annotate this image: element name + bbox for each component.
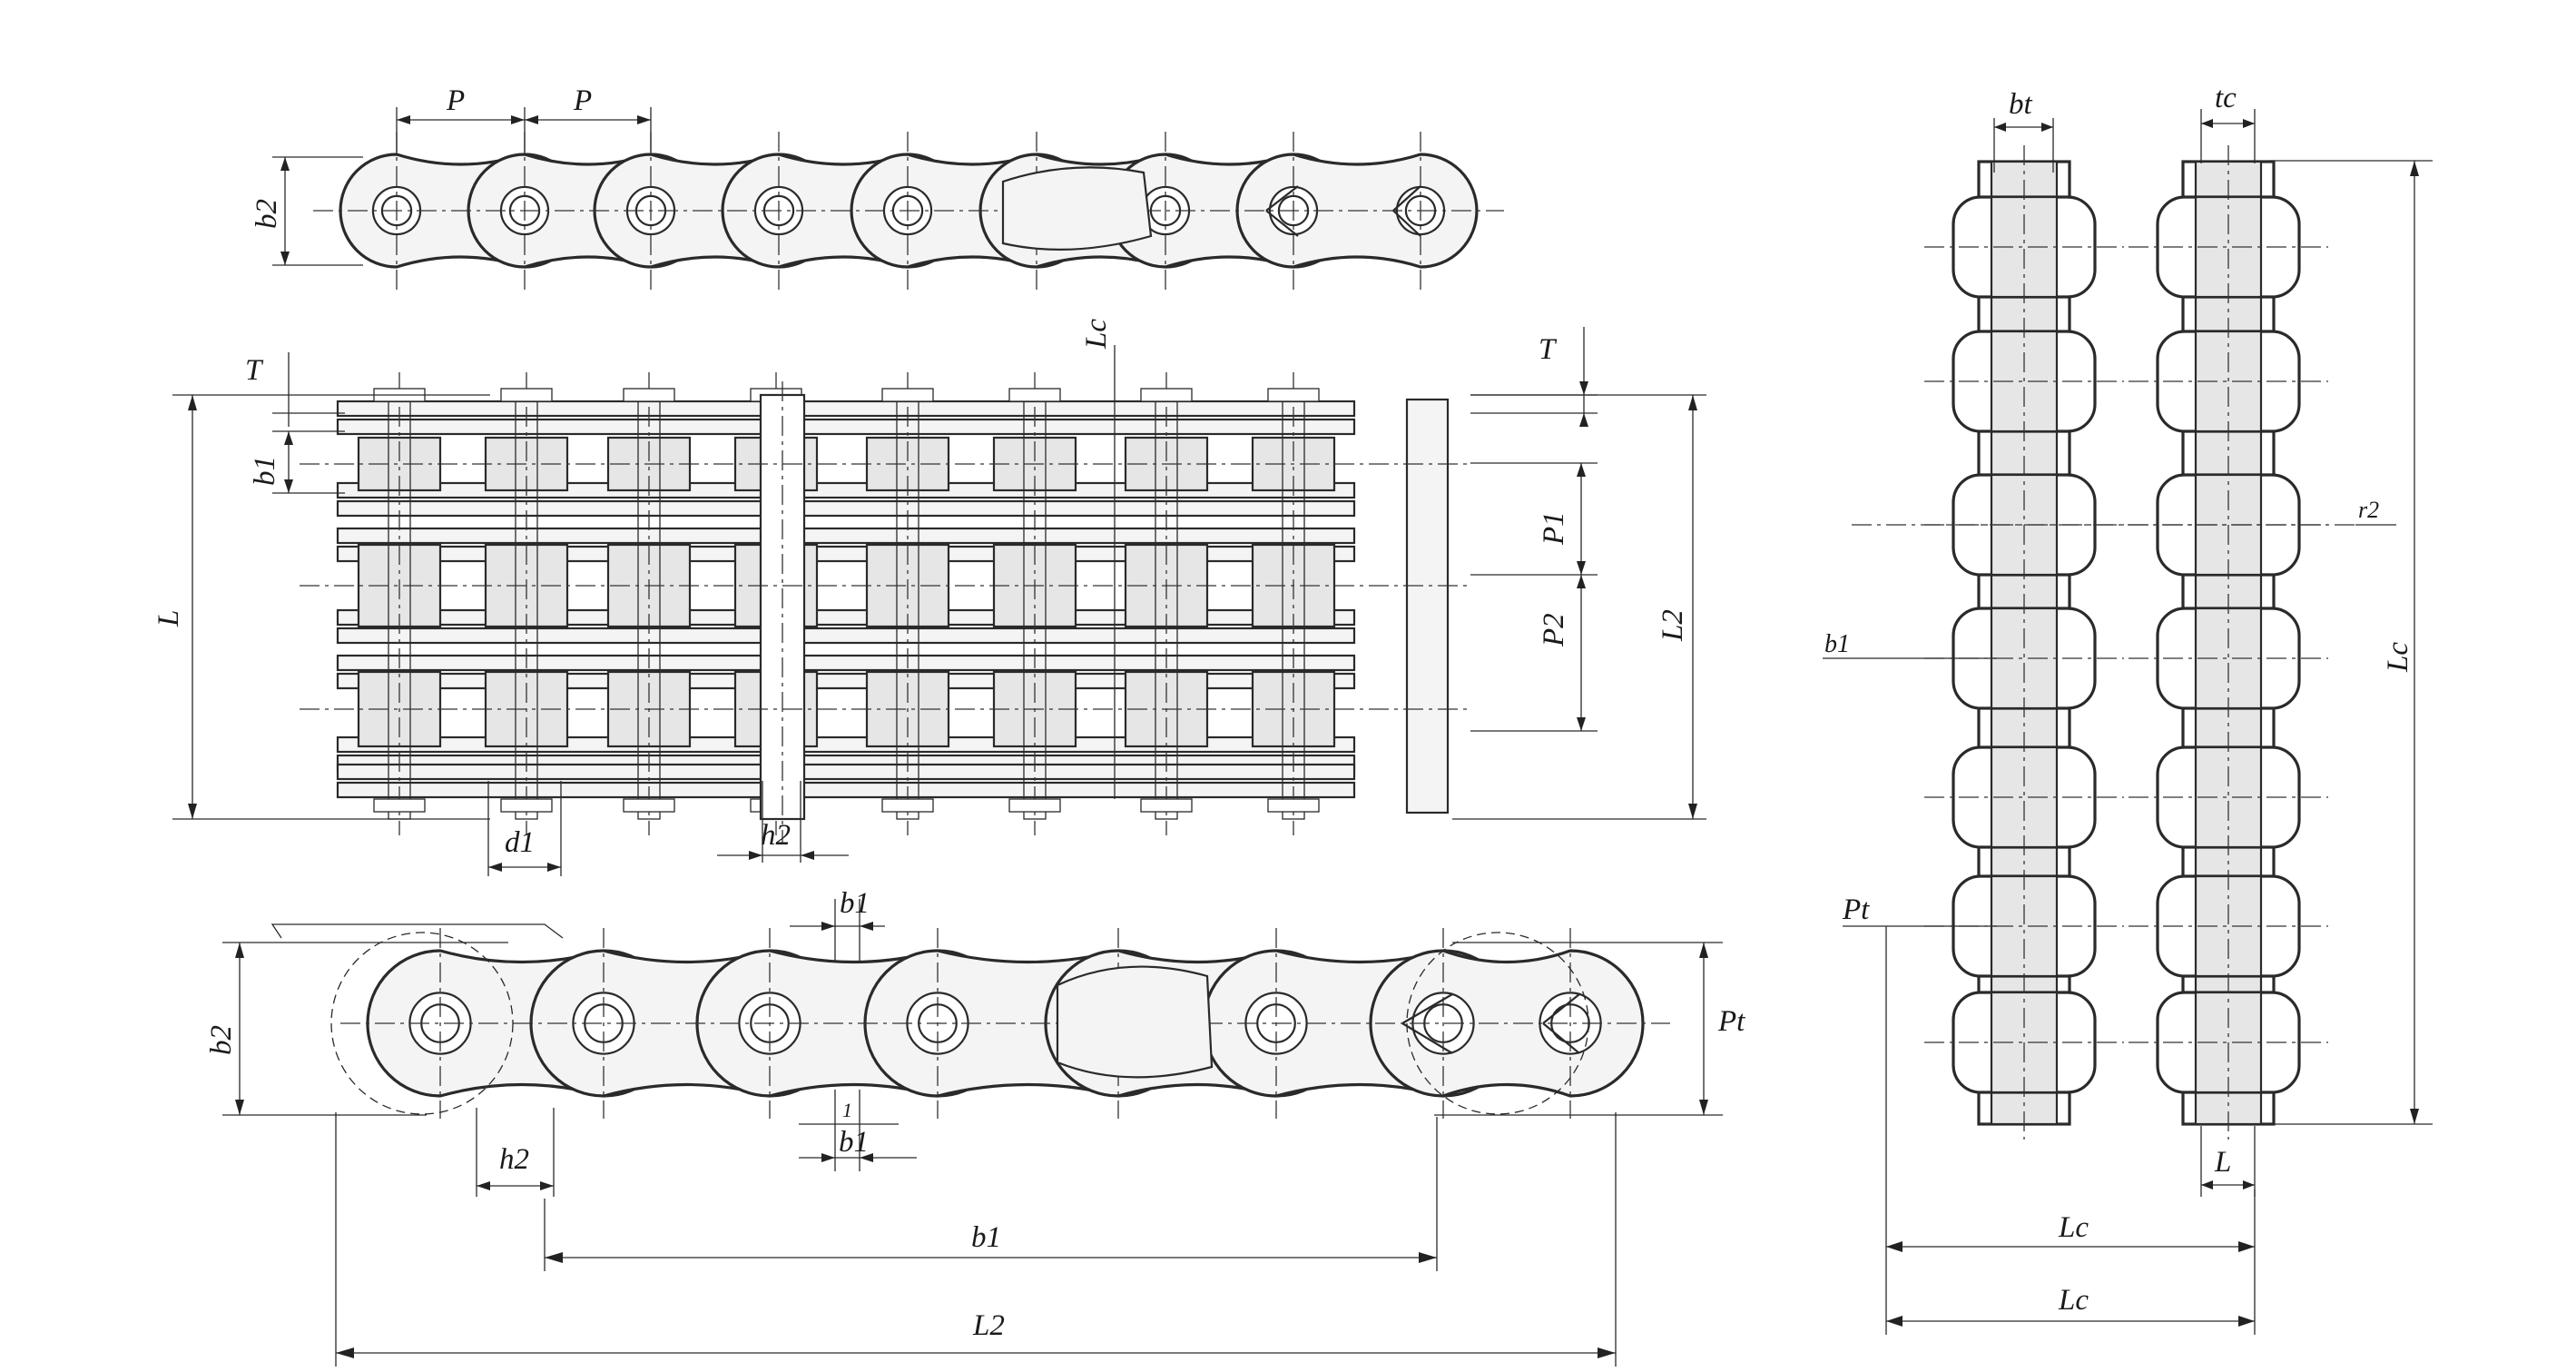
bottom-b2-label: b2 bbox=[205, 1025, 238, 1055]
side-l-label: L bbox=[2214, 1146, 2231, 1179]
front-side-plate bbox=[336, 499, 1356, 518]
bottom-h2-label: h2 bbox=[499, 1143, 529, 1176]
bottom-spring-clip bbox=[1401, 993, 1580, 1054]
front-pin-head bbox=[373, 798, 426, 813]
side-r2-label: r2 bbox=[2358, 497, 2379, 523]
front-pin-head bbox=[623, 388, 675, 402]
front-side-plate bbox=[336, 545, 1356, 563]
front-pin-head bbox=[1140, 798, 1193, 813]
front-dimensions bbox=[172, 327, 1706, 876]
front-pin-head bbox=[1008, 798, 1061, 813]
front-side-plate bbox=[336, 418, 1356, 436]
front-chain-view bbox=[300, 372, 1470, 844]
front-pin-head bbox=[1008, 388, 1061, 402]
front-pitch-2-label: P2 bbox=[1538, 613, 1570, 647]
bottom-connecting-link bbox=[1056, 965, 1214, 1079]
bottom-pt-label: Pt bbox=[1717, 1005, 1745, 1038]
side-lc-label-1: Lc bbox=[2058, 1211, 2089, 1244]
bottom-b1-bottom-small-label: 1 bbox=[842, 1099, 852, 1121]
front-pin-head bbox=[881, 388, 934, 402]
side-chain-view bbox=[1852, 145, 2360, 1140]
side-lc-label-2: Lc bbox=[2058, 1284, 2089, 1317]
front-side-plate bbox=[336, 627, 1356, 645]
top-spring-clip bbox=[1265, 185, 1421, 237]
front-side-plate bbox=[336, 735, 1356, 754]
front-pin-head bbox=[881, 798, 934, 813]
front-pin-head bbox=[1140, 388, 1193, 402]
top-connecting-link bbox=[1001, 166, 1153, 251]
bottom-b1-bottom-label: b1 bbox=[839, 1126, 869, 1159]
front-length-label: L bbox=[152, 610, 185, 627]
side-dimensions bbox=[1823, 109, 2433, 1335]
front-pin-head bbox=[623, 798, 675, 813]
side-bt-label: bt bbox=[2009, 88, 2033, 121]
front-pin-head bbox=[1267, 798, 1320, 813]
front-side-plate bbox=[336, 672, 1356, 690]
front-thickness-right-label: T bbox=[1539, 333, 1558, 366]
side-lc-vertical-label: Lc bbox=[2382, 642, 2414, 673]
bottom-chain-view bbox=[270, 923, 1670, 1119]
front-pin-length-label: Lc bbox=[1080, 319, 1113, 350]
front-side-plate bbox=[336, 481, 1356, 499]
side-pt-label: Pt bbox=[1842, 893, 1870, 926]
front-side-plate bbox=[336, 527, 1356, 545]
front-side-plate bbox=[336, 400, 1356, 418]
front-side-plate bbox=[336, 608, 1356, 627]
top-dimensions bbox=[272, 107, 652, 266]
bottom-plate-outline bbox=[270, 923, 564, 939]
side-tc-label: tc bbox=[2215, 82, 2237, 114]
front-thickness-label: T bbox=[245, 354, 264, 387]
top-pitch-label-1: P bbox=[446, 84, 465, 117]
bottom-b1-long-label: b1 bbox=[971, 1221, 1001, 1254]
front-pin-head bbox=[500, 798, 553, 813]
front-side-plate bbox=[336, 781, 1356, 799]
top-pitch-label-2: P bbox=[573, 84, 592, 117]
bottom-phantom-link bbox=[330, 932, 514, 1115]
front-end-plate bbox=[1405, 398, 1450, 814]
front-inner-width-label: b1 bbox=[249, 456, 281, 486]
bottom-l2-label: L2 bbox=[972, 1309, 1005, 1342]
front-side-plate bbox=[336, 654, 1356, 672]
bottom-phantom-link bbox=[1406, 932, 1589, 1115]
front-length-right-label: L2 bbox=[1657, 609, 1689, 642]
front-side-plate bbox=[336, 763, 1356, 781]
bottom-dimensions bbox=[222, 899, 1723, 1367]
top-height-label: b2 bbox=[251, 199, 283, 229]
front-plate-height-label: h2 bbox=[761, 819, 791, 852]
bottom-b1-top-label: b1 bbox=[840, 887, 870, 920]
front-pin-head bbox=[1267, 388, 1320, 402]
side-b1-label: b1 bbox=[1824, 630, 1850, 658]
front-pin-head bbox=[500, 388, 553, 402]
front-roller-diameter-label: d1 bbox=[505, 826, 535, 859]
front-pitch-1-label: P1 bbox=[1538, 511, 1570, 546]
top-chain-view bbox=[313, 132, 1504, 290]
